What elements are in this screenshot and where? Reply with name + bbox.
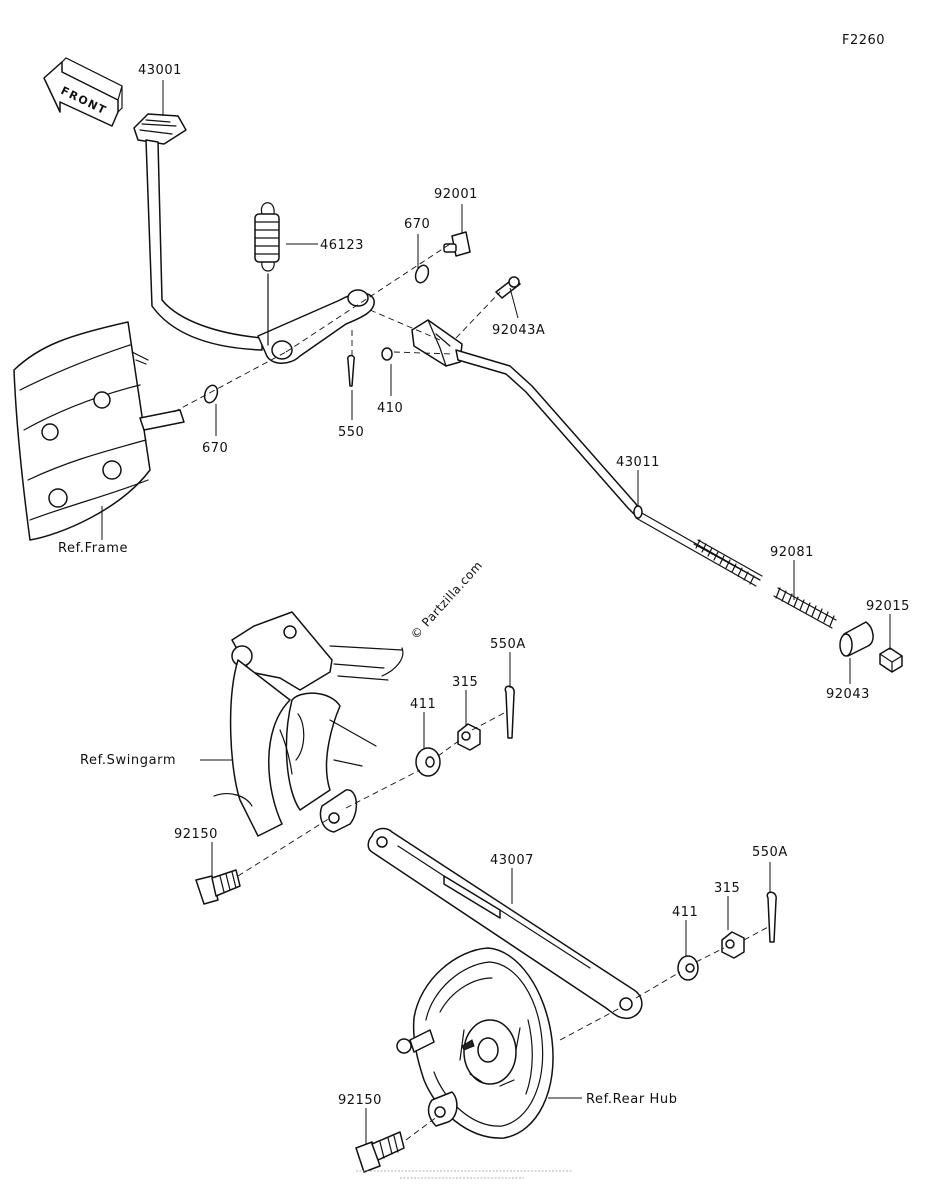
joint-92043 — [839, 621, 874, 657]
cotter-pin-550 — [347, 354, 355, 387]
part-label-411-upper: 411 — [410, 697, 436, 712]
brake-pedal — [133, 113, 375, 364]
part-label-315-upper: 315 — [452, 675, 478, 690]
rear-hub-brake-panel — [396, 947, 554, 1139]
o-ring-670-upper — [414, 264, 430, 284]
part-labels: 43001 46123 670 92001 92043A 410 550 670… — [138, 63, 910, 1108]
torque-link — [367, 827, 643, 1020]
part-label-46123: 46123 — [320, 238, 364, 253]
part-label-43001: 43001 — [138, 63, 182, 78]
part-label-315-lower: 315 — [714, 881, 740, 896]
pin-92043a — [495, 276, 521, 299]
part-label-92043: 92043 — [826, 687, 870, 702]
part-label-550a-lower: 550A — [752, 845, 788, 860]
part-label-410: 410 — [377, 401, 403, 416]
part-label-670-lower: 670 — [202, 441, 228, 456]
leader-lines — [101, 80, 891, 1144]
part-label-411-lower: 411 — [672, 905, 698, 920]
part-label-92043a: 92043A — [492, 323, 545, 338]
diagram-id: F2260 — [842, 33, 885, 48]
bolt-92001 — [443, 231, 471, 257]
part-label-92081: 92081 — [770, 545, 814, 560]
washer-411-upper — [415, 747, 441, 777]
front-arrow-icon: FRONT — [43, 57, 123, 127]
part-label-43011: 43011 — [616, 455, 660, 470]
assembly-guide-lines-upper — [173, 243, 501, 413]
nut-315-upper — [457, 723, 481, 751]
nut-92015 — [879, 647, 903, 673]
assembly-guide-lines-lower — [237, 711, 771, 1141]
brake-rod — [455, 349, 763, 587]
bolt-92150-upper — [195, 869, 241, 905]
ref-label-rear-hub: Ref.Rear Hub — [586, 1092, 678, 1107]
washer-410 — [381, 347, 393, 361]
bolt-92150-lower — [355, 1131, 405, 1173]
clevis — [411, 319, 463, 367]
part-label-670-upper: 670 — [404, 217, 430, 232]
part-label-92015: 92015 — [866, 599, 910, 614]
part-label-550: 550 — [338, 425, 364, 440]
ref-label-frame: Ref.Frame — [58, 541, 128, 556]
spring-92081 — [773, 587, 837, 629]
part-label-550a-upper: 550A — [490, 637, 526, 652]
part-label-92150-upper: 92150 — [174, 827, 218, 842]
part-label-92150-lower: 92150 — [338, 1093, 382, 1108]
cotter-pin-550a-lower — [766, 891, 777, 943]
o-ring-670-lower — [203, 384, 219, 404]
swingarm — [213, 611, 404, 837]
frame-plate — [13, 321, 185, 541]
part-label-92001: 92001 — [434, 187, 478, 202]
nut-315-lower — [721, 931, 745, 959]
ref-label-swingarm: Ref.Swingarm — [80, 753, 176, 768]
watermark: © Partzilla.com — [408, 558, 485, 642]
spring-46123 — [254, 202, 280, 346]
cotter-pin-550a-upper — [504, 685, 515, 739]
part-label-43007: 43007 — [490, 853, 534, 868]
washer-411-lower — [677, 955, 699, 981]
